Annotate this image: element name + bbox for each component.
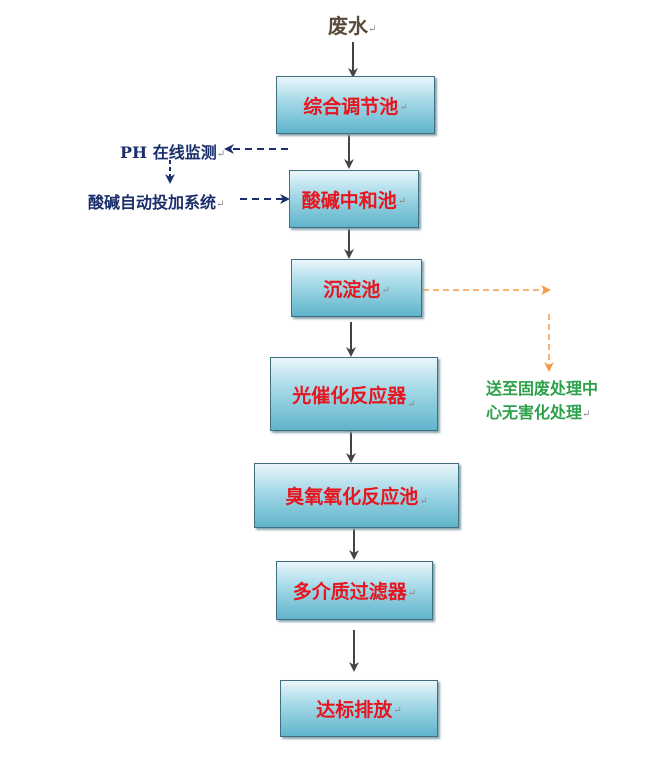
wastewater-source-label: 废水↵ [328, 14, 377, 38]
paragraph-mark: ↵ [419, 496, 428, 507]
paragraph-mark: ↵ [407, 588, 417, 599]
solid-waste-label-line2: 心无害化处理↵ [486, 403, 591, 422]
stage-label: 酸碱中和池 [301, 189, 397, 212]
paragraph-mark: ↵ [216, 149, 226, 160]
stage-neutralization-tank: 酸碱中和池↵ [289, 170, 419, 228]
paragraph-mark: ↵ [368, 24, 377, 35]
paragraph-mark: ↵ [582, 409, 591, 420]
paragraph-mark: ↵ [216, 199, 225, 210]
stage-label: 臭氧氧化反应池 [285, 486, 419, 508]
stage-multimedia-filter: 多介质过滤器↵ [276, 561, 433, 620]
stage-ozone-oxidation-tank: 臭氧氧化反应池↵ [254, 463, 459, 528]
stage-equalization-tank: 综合调节池↵ [276, 76, 435, 134]
stage-label: 光催化反应器 [292, 384, 407, 407]
stage-label: 达标排放 [316, 699, 393, 721]
stage-photocatalytic-reactor: 光催化反应器↵ [270, 357, 438, 431]
stage-sedimentation-tank: 沉淀池↵ [291, 259, 422, 317]
ph-monitor-label: PH 在线监测↵ [120, 143, 226, 162]
stage-label: 沉淀池 [323, 278, 381, 301]
paragraph-mark: ↵ [399, 102, 408, 113]
paragraph-mark: ↵ [397, 196, 407, 207]
paragraph-mark: ↵ [407, 399, 416, 410]
stage-compliant-discharge: 达标排放↵ [280, 680, 438, 737]
stage-label: 综合调节池 [303, 95, 399, 118]
stage-label: 多介质过滤器 [292, 581, 407, 603]
paragraph-mark: ↵ [393, 705, 402, 716]
solid-waste-label-line1: 送至固废处理中 [486, 379, 599, 398]
dosing-system-label: 酸碱自动投加系统↵ [88, 193, 225, 212]
paragraph-mark: ↵ [381, 285, 390, 296]
